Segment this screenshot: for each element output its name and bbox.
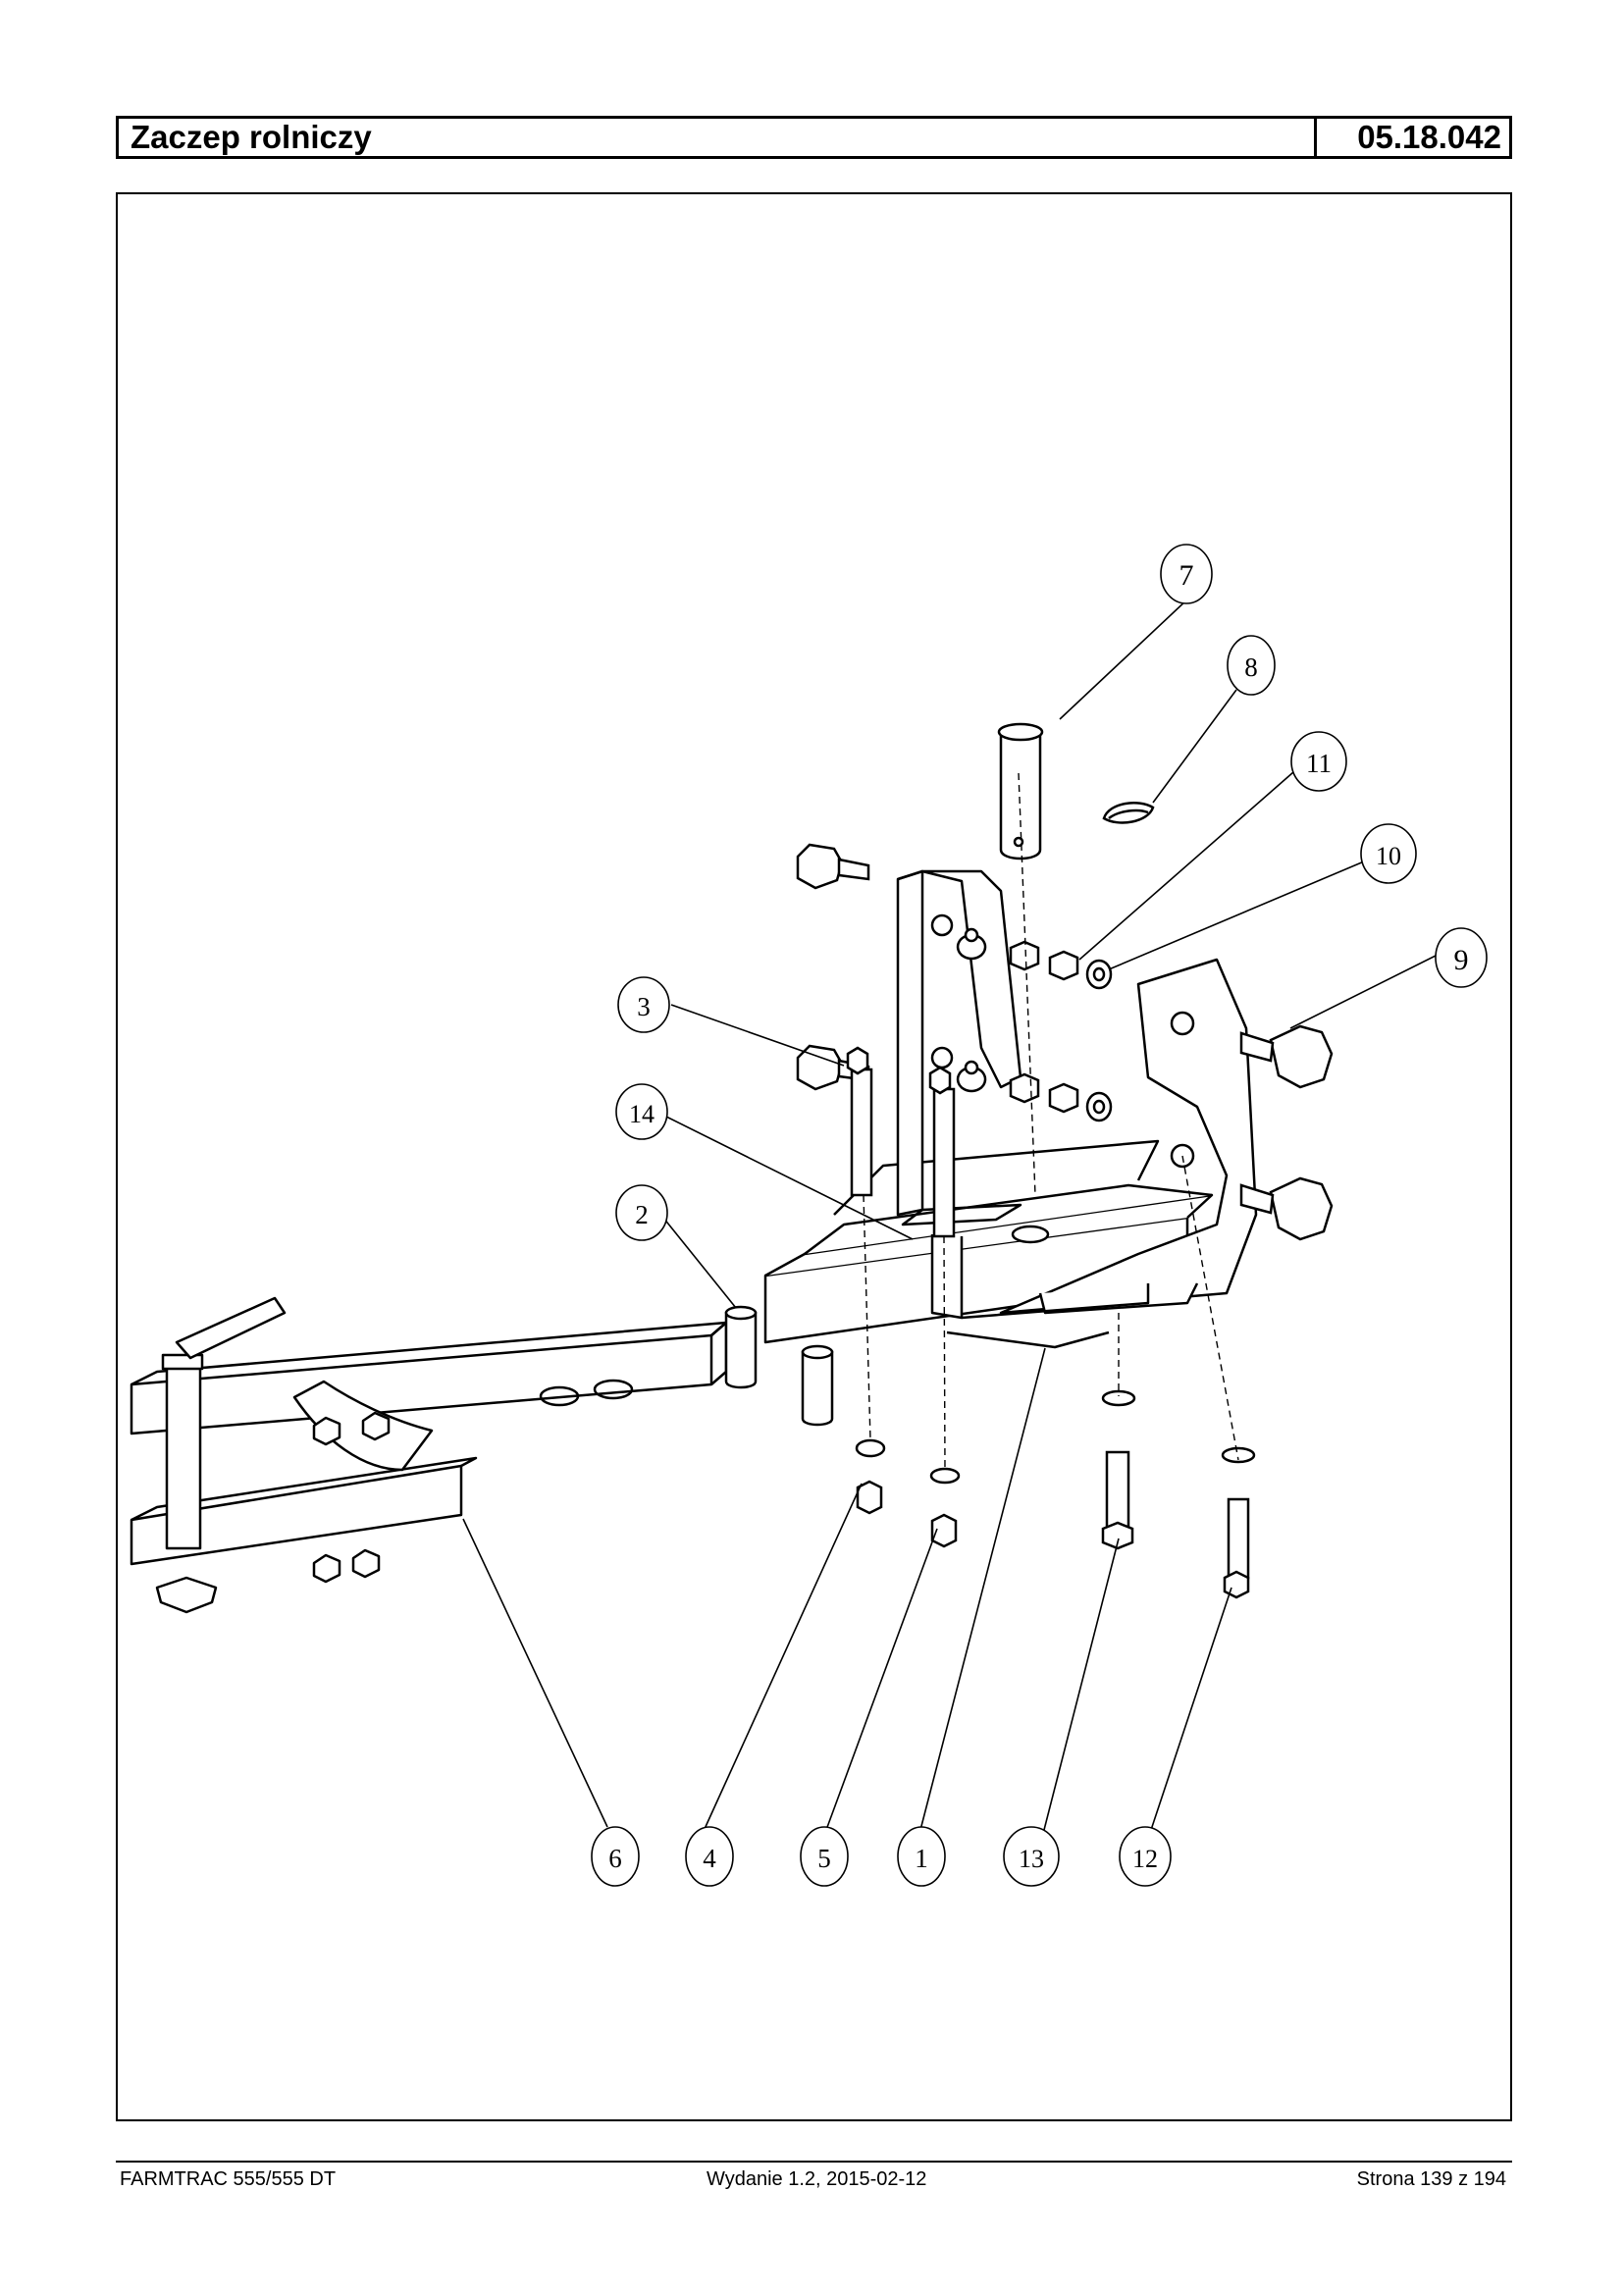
callout-8: 8 — [1227, 635, 1276, 696]
svg-text:3: 3 — [637, 992, 651, 1021]
assembly-axes — [863, 772, 1239, 1471]
pins-and-fasteners — [724, 722, 1334, 1599]
footer-divider — [116, 2161, 1512, 2163]
callout-12: 12 — [1119, 1826, 1172, 1887]
svg-text:7: 7 — [1179, 559, 1194, 592]
footer-page-number: Strona 139 z 194 — [1356, 2168, 1506, 2190]
svg-text:12: 12 — [1132, 1845, 1158, 1873]
callout-6: 6 — [591, 1826, 640, 1887]
callout-7: 7 — [1160, 544, 1213, 604]
svg-text:4: 4 — [703, 1844, 716, 1873]
callout-5: 5 — [800, 1826, 849, 1887]
bracket-assembly — [763, 869, 1258, 1349]
svg-text:9: 9 — [1454, 944, 1469, 976]
footer-model: FARMTRAC 555/555 DT — [120, 2168, 337, 2190]
svg-text:13: 13 — [1019, 1845, 1044, 1873]
hitch-exploded-diagram: 7 8 11 10 9 3 14 2 6 4 5 1 13 12 — [130, 544, 1488, 1887]
svg-text:6: 6 — [608, 1844, 622, 1873]
svg-text:11: 11 — [1306, 749, 1332, 778]
svg-text:14: 14 — [629, 1100, 655, 1128]
callout-4: 4 — [685, 1826, 734, 1887]
svg-text:5: 5 — [817, 1844, 831, 1873]
callout-13: 13 — [1003, 1826, 1060, 1887]
callout-markers: 7 8 11 10 9 3 14 2 6 4 5 1 13 12 — [591, 544, 1488, 1887]
footer-edition: Wydanie 1.2, 2015-02-12 — [707, 2168, 927, 2190]
drawbar — [130, 1296, 728, 1614]
leader-lines — [462, 598, 1444, 1831]
callout-3: 3 — [617, 976, 670, 1033]
svg-text:1: 1 — [915, 1844, 928, 1873]
callout-9: 9 — [1435, 927, 1488, 988]
svg-text:2: 2 — [635, 1200, 649, 1229]
callout-14: 14 — [615, 1083, 668, 1140]
svg-text:8: 8 — [1244, 652, 1258, 682]
svg-text:10: 10 — [1376, 842, 1401, 870]
callout-10: 10 — [1360, 823, 1417, 884]
page-title: Zaczep rolniczy — [119, 119, 1317, 156]
callout-11: 11 — [1290, 731, 1347, 792]
page-footer: FARMTRAC 555/555 DT Wydanie 1.2, 2015-02… — [116, 2168, 1512, 2198]
callout-2: 2 — [615, 1184, 668, 1241]
page-header: Zaczep rolniczy 05.18.042 — [116, 116, 1512, 159]
callout-1: 1 — [897, 1826, 946, 1887]
section-code: 05.18.042 — [1357, 119, 1501, 155]
exploded-view-frame: 7 8 11 10 9 3 14 2 6 4 5 1 13 12 — [116, 192, 1512, 2121]
